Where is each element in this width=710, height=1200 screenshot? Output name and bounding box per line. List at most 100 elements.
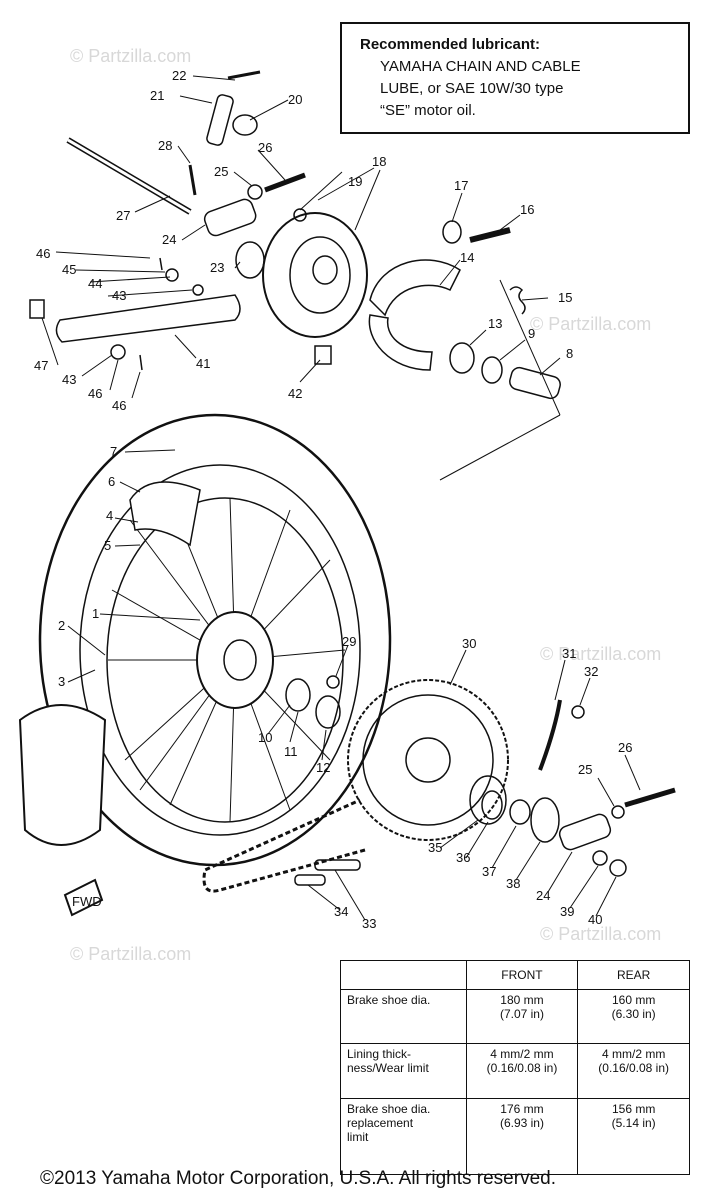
chain-adjuster-24b: [558, 813, 612, 851]
rear-value: 160 mm(6.30 in): [577, 988, 690, 1045]
copyright-notice: ©2013 Yamaha Motor Corporation, U.S.A. A…: [40, 1168, 556, 1189]
brake-plate: [262, 212, 368, 338]
callout-1: 1: [92, 606, 99, 621]
callout-2: 2: [58, 618, 65, 633]
watermark-group: © Partzilla.com © Partzilla.com © Partzi…: [70, 46, 661, 964]
circlip-36: [481, 790, 503, 820]
callout-18: 18: [372, 154, 386, 169]
table-row: Brake shoe dia. 180 mm(7.07 in) 160 mm(6…: [340, 988, 690, 1045]
callout-40: 40: [588, 912, 602, 927]
bolt-42: [314, 345, 332, 365]
callout-45: 45: [62, 262, 76, 277]
collar-8: [509, 366, 561, 400]
washer-25b: [611, 805, 625, 819]
callout-8: 8: [566, 346, 573, 361]
callout-47: 47: [34, 358, 48, 373]
lubricant-line: “SE” motor oil.: [380, 102, 476, 119]
tire-inner: [79, 464, 361, 836]
row-label: Lining thick-ness/Wear limit: [340, 1043, 467, 1099]
plate-38: [530, 797, 560, 843]
camshaft-16: [469, 227, 511, 243]
watermark: © Partzilla.com: [70, 46, 191, 66]
callout-5: 5: [104, 538, 111, 553]
bolt-26: [264, 172, 306, 193]
callout-24: 24: [162, 232, 176, 247]
washer-25: [247, 184, 263, 200]
callout-15: 15: [558, 290, 572, 305]
callout-35: 35: [428, 840, 442, 855]
nut-32: [571, 705, 585, 719]
watermark: © Partzilla.com: [530, 314, 651, 334]
chain-adjuster-24: [203, 198, 257, 237]
callout-22: 22: [172, 68, 186, 83]
brake-shoe-lower: [368, 314, 433, 371]
callout-9: 9: [528, 326, 535, 341]
nut-19: [293, 208, 307, 222]
callout-39: 39: [560, 904, 574, 919]
callout-34: 34: [334, 904, 348, 919]
fwd-arrow-icon: [63, 878, 104, 917]
tube-6: [129, 481, 201, 547]
watermark: © Partzilla.com: [540, 644, 661, 664]
brake-plate-inner: [289, 236, 351, 314]
oil-seal-9: [481, 356, 503, 384]
nut-44: [165, 268, 179, 282]
watermark: © Partzilla.com: [540, 924, 661, 944]
callout-25b: 25: [578, 762, 592, 777]
brake-shoe-upper: [369, 259, 461, 317]
callout-labels: 22 21 20 28 26 25 27 18 19 24 23 46 45 4…: [34, 68, 632, 931]
washer-17: [442, 220, 462, 244]
bolt-26b: [624, 787, 676, 808]
callout-29: 29: [342, 634, 356, 649]
callout-36: 36: [456, 850, 470, 865]
collar-23: [235, 241, 265, 279]
callout-32: 32: [584, 664, 598, 679]
callout-11: 11: [284, 744, 298, 759]
exploded-drawing: [18, 70, 676, 921]
sprocket-30: [347, 679, 509, 841]
callout-16: 16: [520, 202, 534, 217]
callout-14: 14: [460, 250, 474, 265]
bearing-13: [449, 342, 475, 374]
callout-46c: 46: [112, 398, 126, 413]
callout-26b: 26: [618, 740, 632, 755]
callout-43: 43: [112, 288, 126, 303]
callout-7: 7: [110, 444, 117, 459]
watermark: © Partzilla.com: [70, 944, 191, 964]
callout-28: 28: [158, 138, 172, 153]
nut-40: [609, 859, 627, 877]
callout-3: 3: [58, 674, 65, 689]
bolt-22: [227, 70, 261, 80]
callout-10: 10: [258, 730, 272, 745]
callout-43b: 43: [62, 372, 76, 387]
table-row: Lining thick-ness/Wear limit 4 mm/2 mm(0…: [340, 1043, 690, 1099]
callout-38: 38: [506, 876, 520, 891]
washer-39: [592, 850, 608, 866]
chain-links-34-33: [294, 859, 361, 886]
front-value: 4 mm/2 mm(0.16/0.08 in): [465, 1043, 579, 1099]
cotter-pin-46b: [159, 257, 163, 271]
callout-25: 25: [214, 164, 228, 179]
hub-center: [223, 639, 257, 681]
column-header-rear: REAR: [577, 960, 690, 990]
callout-19: 19: [348, 174, 362, 189]
callout-44: 44: [88, 276, 102, 291]
torque-arm-41: [55, 294, 241, 343]
callout-24b: 24: [536, 888, 550, 903]
lubricant-heading: Recommended lubricant:: [360, 36, 541, 53]
bolt-47: [29, 299, 45, 319]
washer-43b: [192, 284, 204, 296]
row-label: Brake shoe dia.: [340, 988, 467, 1045]
pin-28: [188, 164, 197, 196]
lubricant-line: YAMAHA CHAIN AND CABLE: [380, 58, 581, 75]
washer-43: [110, 344, 126, 360]
callout-31: 31: [562, 646, 576, 661]
rear-value: 4 mm/2 mm(0.16/0.08 in): [577, 1043, 690, 1099]
table-corner: [340, 960, 467, 990]
callout-20: 20: [288, 92, 302, 107]
lubricant-line: LUBE, or SAE 10W/30 type: [380, 80, 564, 97]
washer-20: [232, 114, 258, 136]
lubricant-note: Recommended lubricant: YAMAHA CHAIN AND …: [340, 22, 690, 134]
